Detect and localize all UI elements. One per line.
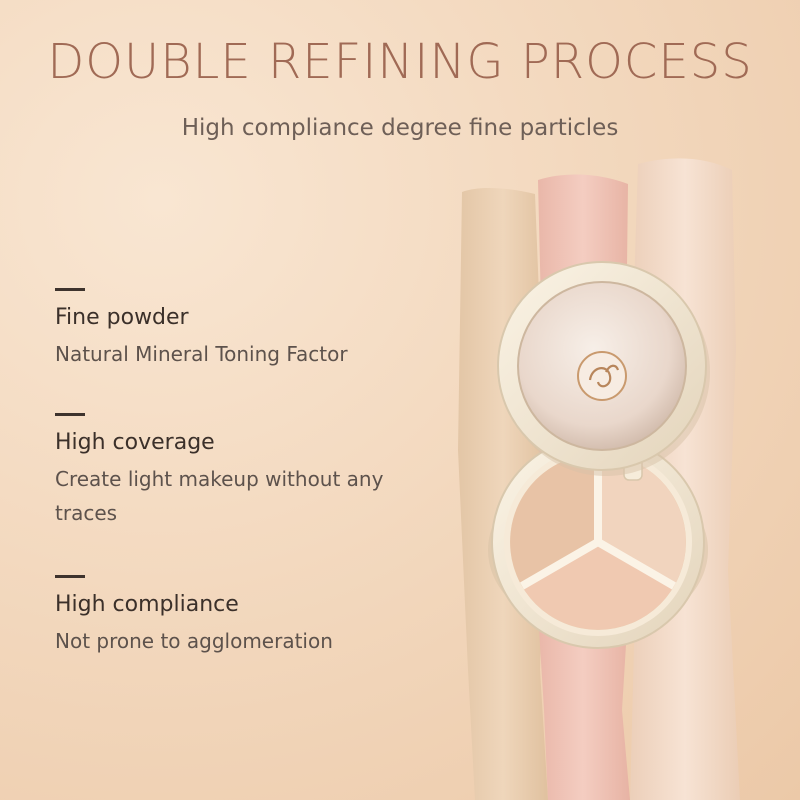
- feature-heading: High compliance: [55, 592, 239, 617]
- feature-heading: High coverage: [55, 430, 215, 455]
- product-illustration: [458, 158, 740, 800]
- feature-dash: [55, 288, 85, 291]
- page-title: DOUBLE REFINING PROCESS: [47, 34, 753, 90]
- feature-high-coverage: High coverage Create light makeup withou…: [55, 413, 395, 530]
- feature-description: Not prone to agglomeration: [55, 629, 333, 653]
- brand-logo-icon: [577, 351, 627, 401]
- feature-dash: [55, 413, 85, 416]
- feature-fine-powder: Fine powder Natural Mineral Toning Facto…: [55, 288, 395, 371]
- page-subtitle: High compliance degree fine particles: [181, 115, 619, 141]
- feature-heading: Fine powder: [55, 305, 189, 330]
- feature-dash: [55, 575, 85, 578]
- feature-description: Create light makeup without any traces: [55, 467, 384, 525]
- feature-high-compliance: High compliance Not prone to agglomerati…: [55, 575, 395, 658]
- feature-description: Natural Mineral Toning Factor: [55, 342, 348, 366]
